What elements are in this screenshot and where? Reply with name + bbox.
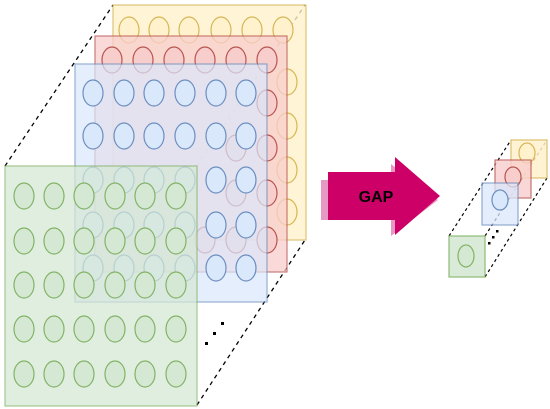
pooled-green-neuron: [457, 244, 475, 268]
arrow-body: [328, 157, 440, 235]
neuron: [165, 360, 187, 388]
pooled-green: [448, 235, 486, 278]
dot: [205, 342, 208, 345]
neuron: [43, 271, 65, 299]
neuron: [134, 360, 156, 388]
neuron: [235, 254, 257, 282]
neuron: [73, 360, 95, 388]
neuron: [104, 315, 126, 343]
neuron: [73, 315, 95, 343]
neuron: [235, 211, 257, 239]
neuron: [73, 182, 95, 210]
neuron: [165, 182, 187, 210]
neuron: [43, 182, 65, 210]
neuron: [104, 271, 126, 299]
neuron: [205, 79, 227, 107]
pooled-dashed-line: [484, 177, 548, 278]
neuron: [134, 271, 156, 299]
neuron: [174, 79, 196, 107]
neuron: [104, 182, 126, 210]
dot: [221, 322, 224, 325]
dashed-line-bottom-right: [196, 239, 306, 406]
neuron: [13, 182, 35, 210]
dot: [496, 230, 499, 233]
neuron: [165, 315, 187, 343]
neuron: [174, 122, 196, 150]
neuron: [205, 211, 227, 239]
green-neurons: [13, 182, 187, 388]
neuron: [235, 122, 257, 150]
neuron: [143, 122, 165, 150]
neuron: [104, 360, 126, 388]
neuron: [235, 79, 257, 107]
neuron: [82, 79, 104, 107]
neuron: [104, 227, 126, 255]
feature-map-green: [4, 165, 198, 407]
neuron: [165, 271, 187, 299]
pooled-ellipsis-dots: [488, 230, 499, 245]
neuron: [13, 360, 35, 388]
neuron: [13, 315, 35, 343]
pooled-output: [448, 139, 548, 278]
green-map-plane: [4, 165, 198, 407]
pooled-dashed-line: [448, 139, 512, 237]
neuron: [205, 254, 227, 282]
neuron: [134, 315, 156, 343]
neuron: [235, 166, 257, 194]
neuron: [43, 315, 65, 343]
neuron: [13, 271, 35, 299]
neuron: [165, 227, 187, 255]
dot: [492, 236, 495, 239]
neuron: [13, 227, 35, 255]
neuron: [134, 182, 156, 210]
ellipsis-dots: [205, 322, 224, 345]
neuron: [205, 122, 227, 150]
gap-label: GAP: [359, 189, 394, 206]
neuron: [73, 271, 95, 299]
dot: [213, 332, 216, 335]
pooled-blue-neuron: [491, 189, 509, 211]
neuron: [82, 122, 104, 150]
neuron: [143, 79, 165, 107]
neuron: [73, 227, 95, 255]
dot: [488, 242, 491, 245]
neuron: [43, 227, 65, 255]
neuron: [43, 360, 65, 388]
neuron: [134, 227, 156, 255]
dashed-line-top-left: [4, 4, 114, 167]
gap-arrow: GAP: [321, 157, 440, 236]
neuron: [113, 122, 135, 150]
neuron: [205, 166, 227, 194]
neuron: [113, 79, 135, 107]
pooled-blue: [481, 182, 519, 226]
